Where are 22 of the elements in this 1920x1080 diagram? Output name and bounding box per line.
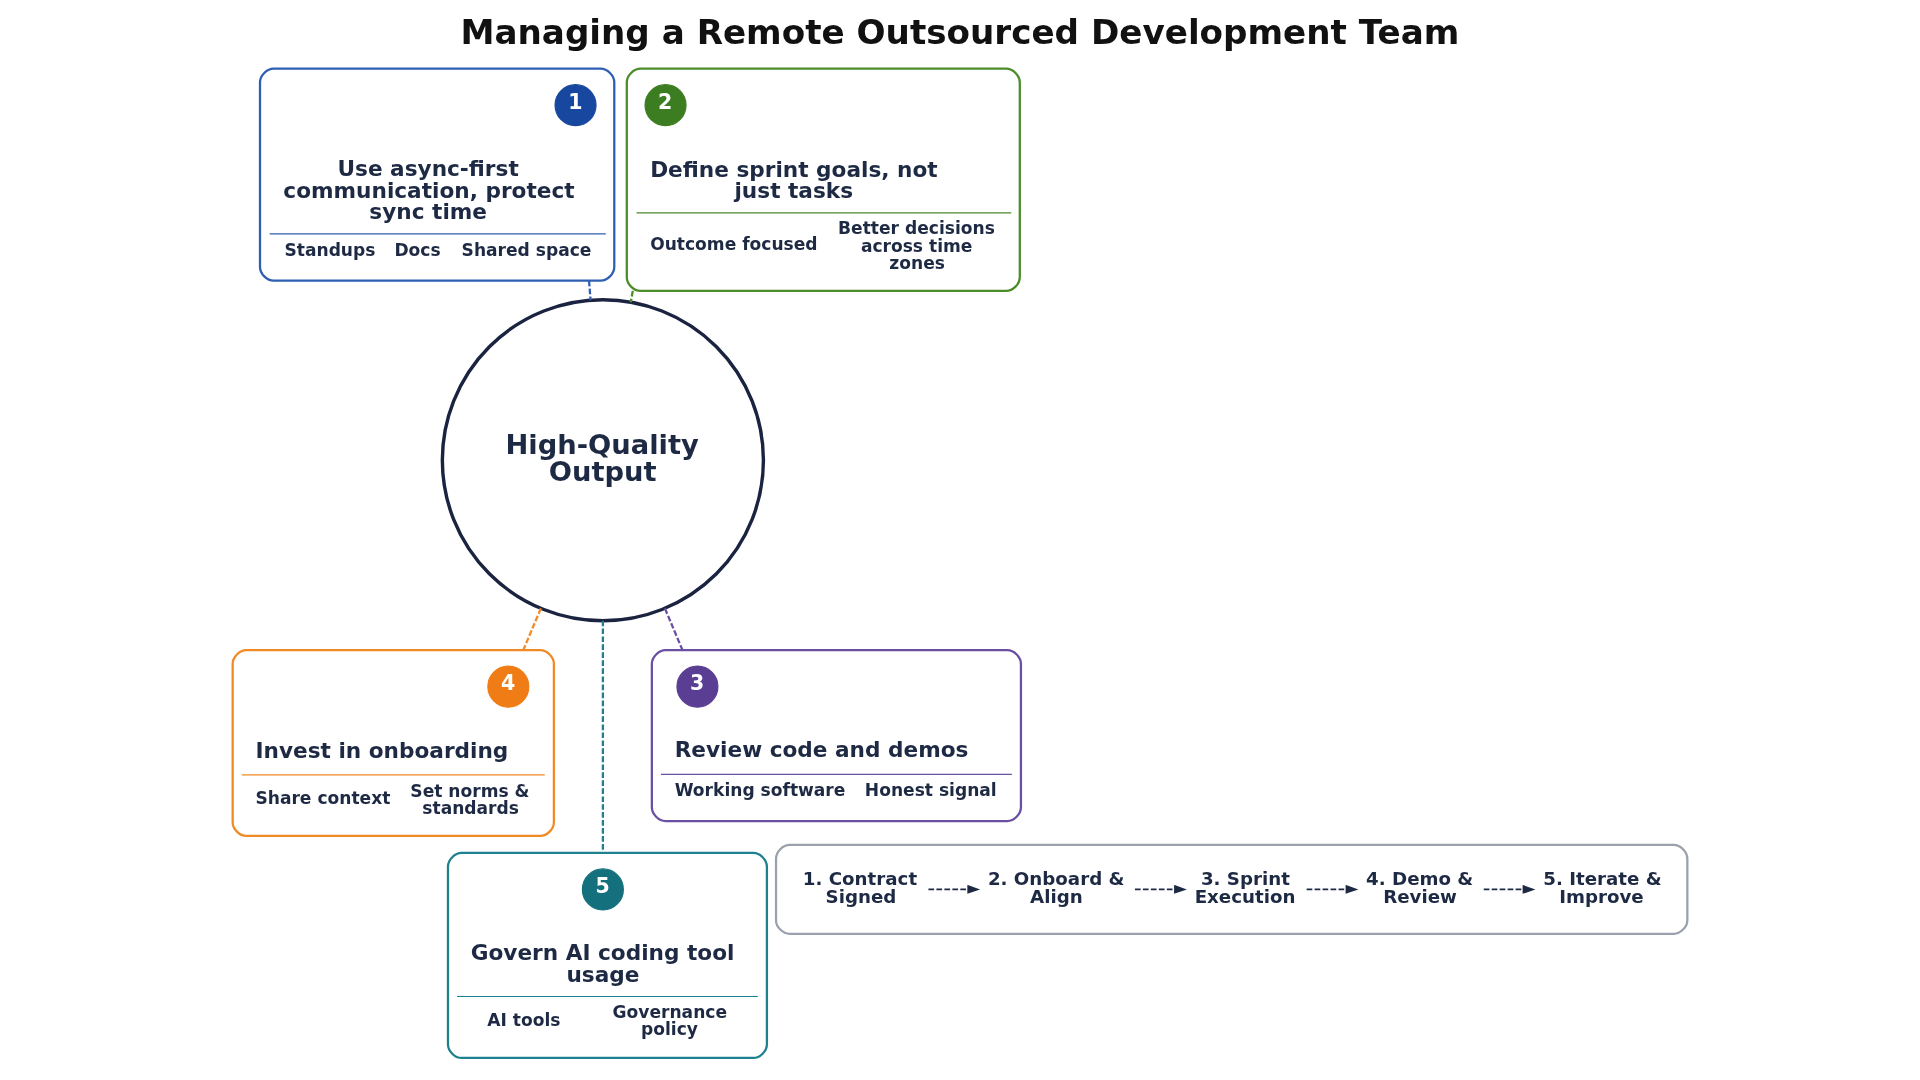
node-text: 4. Demo & Review xyxy=(1366,867,1474,907)
node-circle: High-Quality Output xyxy=(440,298,766,623)
connector xyxy=(522,607,542,651)
node-text: 5. Iterate & Improve xyxy=(1543,867,1662,907)
arrow xyxy=(1482,884,1536,894)
connector xyxy=(601,620,604,853)
node-circle: 3 xyxy=(676,665,719,708)
connector xyxy=(663,607,684,651)
node-text: 3. Sprint Execution xyxy=(1194,867,1296,907)
node-circle: 1 xyxy=(554,84,597,127)
node-circle: 2 xyxy=(644,84,687,127)
arrow xyxy=(1305,884,1359,894)
diagram-title: Managing a Remote Outsourced Development Team xyxy=(460,11,1460,52)
arrow xyxy=(927,884,981,894)
node-text: 1. Contract Signed xyxy=(802,867,918,907)
node-circle: 5 xyxy=(581,868,624,911)
arrow xyxy=(1134,884,1187,894)
node-circle: 4 xyxy=(487,665,530,708)
connector xyxy=(587,280,592,301)
node-text: 2. Onboard & Align xyxy=(987,867,1125,907)
connector xyxy=(629,290,634,303)
cluster xyxy=(774,843,1689,935)
